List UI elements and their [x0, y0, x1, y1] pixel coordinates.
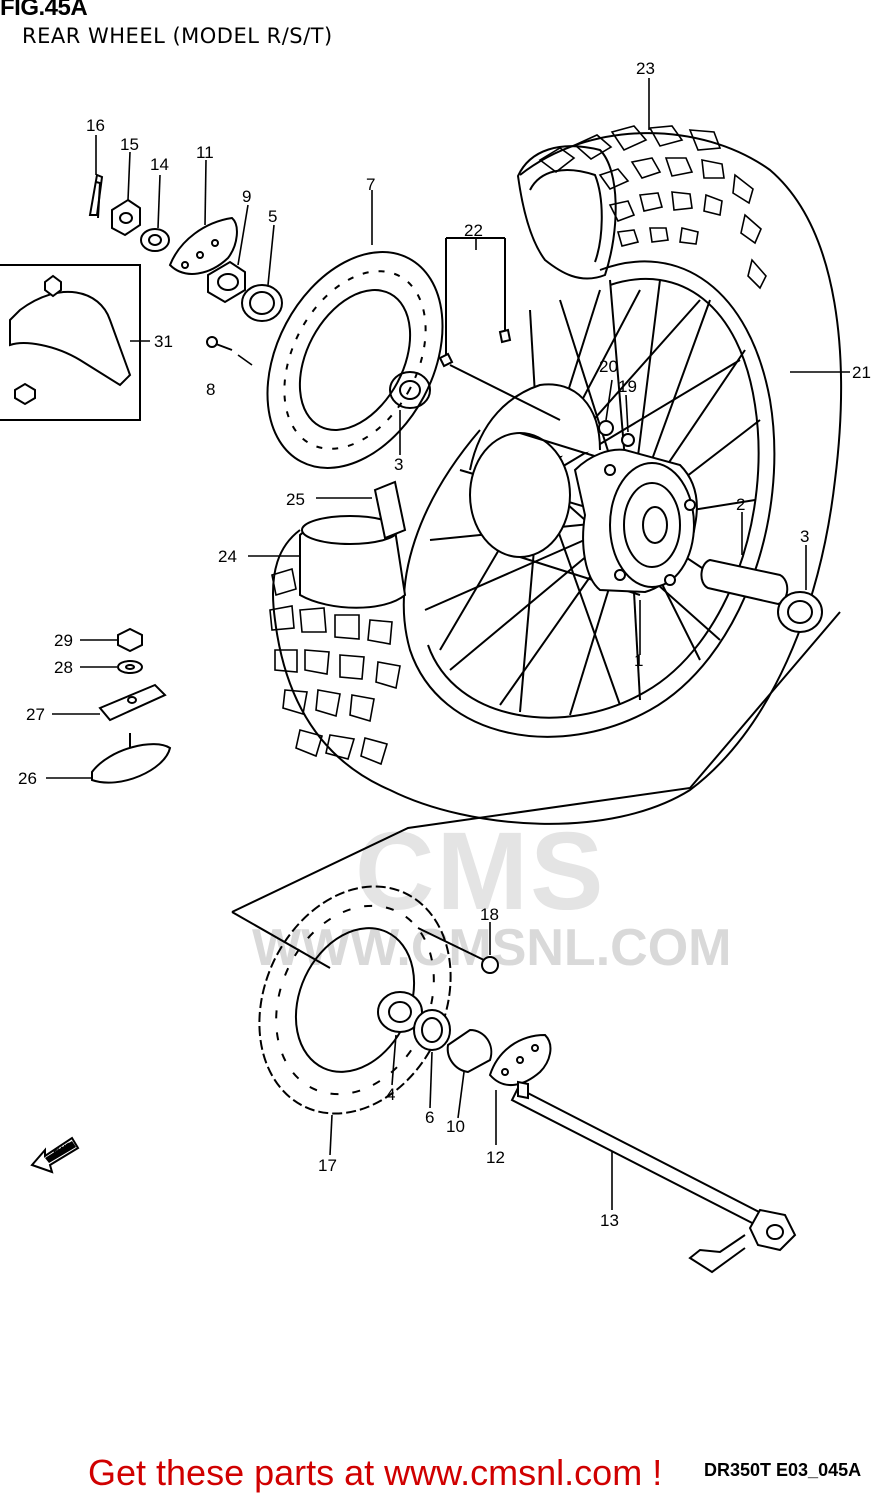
parts-left-hub [88, 173, 823, 633]
callout-9: 9 [242, 187, 251, 206]
callout-26: 26 [18, 769, 37, 788]
callout-27: 27 [26, 705, 45, 724]
callout-22: 22 [464, 221, 483, 240]
callout-4: 4 [386, 1085, 395, 1104]
callout-19: 19 [618, 377, 637, 396]
callout-labels: 23 16 15 14 11 9 5 7 22 31 8 3 20 19 21 … [18, 59, 871, 1230]
rim-lock-parts [91, 627, 172, 784]
callout-16: 16 [86, 116, 105, 135]
rear-sprocket [258, 885, 452, 1115]
rim-band-tube [299, 480, 407, 609]
section-separator [231, 611, 841, 969]
callout-24: 24 [218, 547, 237, 566]
callout-31: 31 [154, 332, 173, 351]
figure-title: REAR WHEEL (MODEL R/S/T) [22, 24, 333, 48]
callout-2: 2 [736, 495, 745, 514]
callout-25: 25 [286, 490, 305, 509]
leader-lines [46, 78, 850, 1210]
chain-guard [0, 264, 141, 421]
callout-8: 8 [206, 380, 215, 399]
wheel-hub [469, 383, 698, 596]
callout-7: 7 [366, 175, 375, 194]
callout-11: 11 [196, 143, 214, 162]
figure-number: FIG.45A [0, 0, 88, 21]
callout-23: 23 [636, 59, 655, 78]
tire-tread-bottom [269, 567, 401, 766]
callout-29: 29 [54, 631, 73, 650]
parts-right-hub [377, 927, 797, 1274]
callout-17: 17 [318, 1156, 337, 1175]
callout-18: 18 [480, 905, 499, 924]
callout-13: 13 [600, 1211, 619, 1230]
footer-link[interactable]: Get these parts at www.cmsnl.com ! [88, 1452, 663, 1493]
callout-3-right: 3 [800, 527, 809, 546]
callout-6: 6 [425, 1108, 434, 1127]
tire-tread-top [538, 125, 767, 290]
callout-3-upper: 3 [394, 455, 403, 474]
callout-12: 12 [486, 1148, 505, 1167]
callout-15: 15 [120, 135, 139, 154]
watermark-logo: CMS [355, 810, 606, 933]
callout-20: 20 [599, 357, 618, 376]
diagram-code: DR350T E03_045A [704, 1460, 862, 1480]
callout-28: 28 [54, 658, 73, 677]
brake-disc [266, 251, 444, 469]
callout-5: 5 [268, 207, 277, 226]
forward-arrow-icon: FWD [30, 1136, 80, 1174]
callout-1: 1 [634, 651, 643, 670]
callout-21: 21 [852, 363, 871, 382]
callout-10: 10 [446, 1117, 465, 1136]
callout-14: 14 [150, 155, 169, 174]
